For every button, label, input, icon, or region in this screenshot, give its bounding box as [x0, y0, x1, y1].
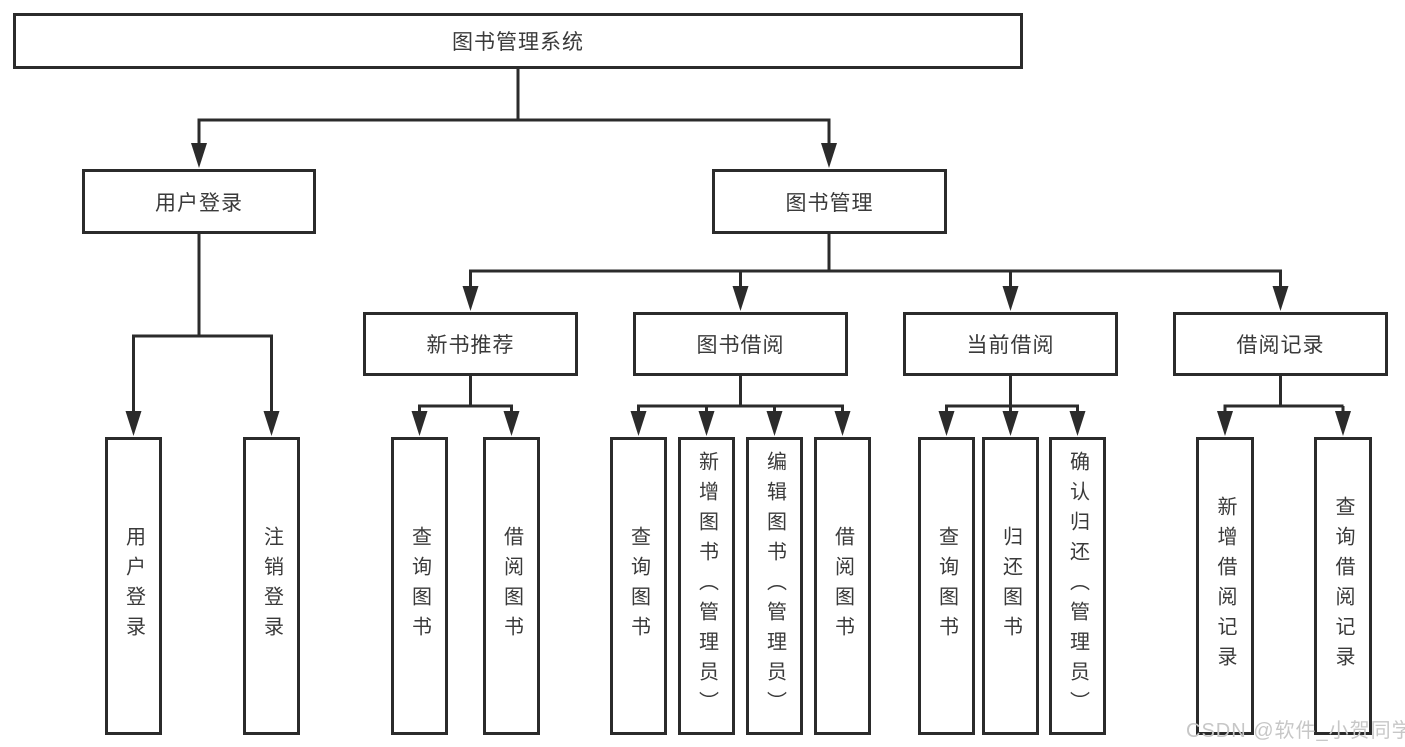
node-new-book-recommend: 新书推荐 [363, 312, 578, 376]
leaf-query-books-current: 查询图书 [918, 437, 975, 735]
node-current-borrowing: 当前借阅 [903, 312, 1118, 376]
leaf-borrow-books-recommend: 借阅图书 [483, 437, 540, 735]
leaf-confirm-return-admin: 确认归还（管理员） [1049, 437, 1106, 735]
leaf-return-books: 归还图书 [982, 437, 1039, 735]
node-book-borrowing: 图书借阅 [633, 312, 848, 376]
leaf-query-books-borrow: 查询图书 [610, 437, 667, 735]
leaf-query-books-recommend: 查询图书 [391, 437, 448, 735]
leaf-user-login: 用户登录 [105, 437, 162, 735]
leaf-add-borrow-record: 新增借阅记录 [1196, 437, 1254, 735]
arrowheads [125, 143, 1351, 436]
node-book-management: 图书管理 [712, 169, 947, 234]
node-user-login: 用户登录 [82, 169, 316, 234]
leaf-logout: 注销登录 [243, 437, 300, 735]
leaf-borrow-books: 借阅图书 [814, 437, 871, 735]
node-borrowing-records: 借阅记录 [1173, 312, 1388, 376]
leaf-query-borrow-record: 查询借阅记录 [1314, 437, 1372, 735]
csdn-watermark: CSDN @软件_小贺同学 [1186, 720, 1405, 742]
node-library-management-system: 图书管理系统 [13, 13, 1023, 69]
leaf-add-books-admin: 新增图书（管理员） [678, 437, 735, 735]
leaf-edit-books-admin: 编辑图书（管理员） [746, 437, 803, 735]
